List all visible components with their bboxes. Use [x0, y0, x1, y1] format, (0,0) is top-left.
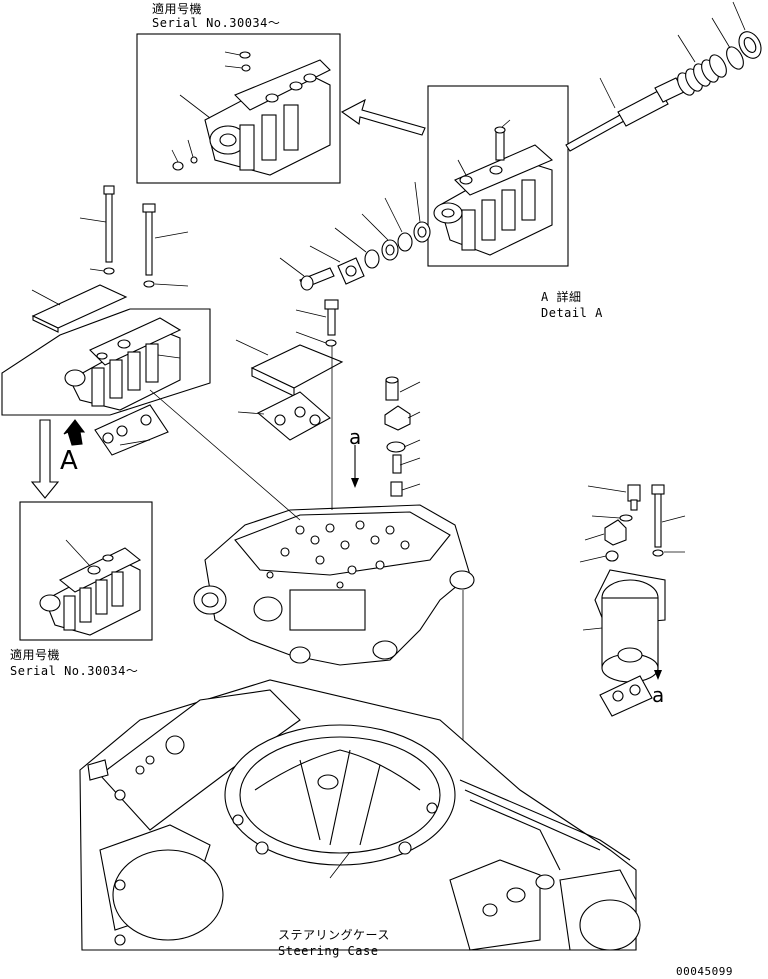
detail-a-en-label: Detail A: [541, 306, 603, 320]
detail-a-jp-label: A 詳細: [541, 290, 582, 304]
transfer-arrow: [340, 98, 426, 136]
center-cover-group: [235, 299, 344, 441]
detail-a-frame: [427, 85, 569, 267]
valve-body-top-inset: [171, 51, 331, 176]
drawing-number: 00045099: [676, 965, 733, 978]
view-arrow-a-marker: [63, 419, 86, 446]
valve-body-detail-a: [433, 119, 554, 256]
long-bolts: [79, 185, 189, 288]
spool-assembly: [565, 1, 762, 152]
steering-case-housing: [79, 679, 641, 951]
right-cylinder-assembly: [579, 484, 686, 683]
view-arrow-a: [30, 419, 60, 499]
right-gasket: [599, 675, 653, 717]
relief-parts-stack: [384, 376, 421, 497]
inset-left-frame: [19, 501, 153, 641]
inset-top-serial-label: Serial No.30034～: [152, 16, 281, 30]
callout-a-arrow-center: [351, 445, 359, 488]
view-arrow-letter: A: [60, 446, 79, 476]
left-valve-assembly: [1, 185, 211, 456]
inset-left-jp-label: 適用号機: [10, 648, 61, 662]
inset-left-serial-label: Serial No.30034～: [10, 664, 139, 678]
cover-plate: [31, 284, 128, 333]
exploded-seal-parts: [279, 181, 431, 291]
steering-case-jp-label: ステアリングケース: [278, 928, 390, 942]
valve-body-left-inset: [39, 539, 142, 636]
inset-top-jp-label: 適用号機: [152, 2, 203, 16]
callout-a-right: a: [652, 683, 665, 707]
callout-a-center: a: [349, 425, 362, 449]
valve-body-left: [64, 317, 182, 411]
port-holes: [266, 520, 410, 589]
gasket-left: [94, 404, 169, 456]
steering-case-en-label: Steering Case: [278, 944, 379, 958]
transmission-valve-block: [193, 504, 475, 666]
spring: [677, 54, 727, 96]
inset-top-frame: [136, 33, 341, 184]
